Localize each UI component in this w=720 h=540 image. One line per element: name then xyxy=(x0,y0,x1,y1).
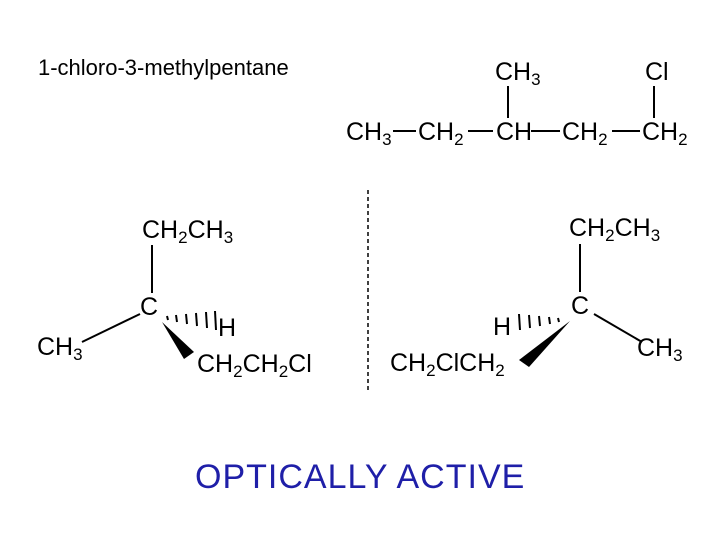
caption-optically-active: OPTICALLY ACTIVE xyxy=(195,458,526,496)
left-hydrogen: H xyxy=(218,314,237,342)
left-bottom-group: CH2CH2Cl xyxy=(197,350,312,381)
right-hash-bond xyxy=(518,313,560,331)
chain-ch2-b: CH2 xyxy=(562,118,608,149)
left-bond-ch3 xyxy=(81,313,141,343)
right-chiral-carbon: C xyxy=(571,292,590,320)
left-chiral-carbon: C xyxy=(140,293,159,321)
right-bond-ch3 xyxy=(593,313,643,343)
top-cl-label: Cl xyxy=(645,58,669,86)
chain-ch3: CH3 xyxy=(346,118,392,149)
left-ch3-group: CH3 xyxy=(37,333,83,364)
left-top-group: CH2CH3 xyxy=(142,216,234,247)
top-ch3-label: CH3 xyxy=(495,58,541,89)
left-wedge-bond xyxy=(162,322,194,359)
chain-ch2-a: CH2 xyxy=(418,118,464,149)
right-bottom-group: CH2ClCH2 xyxy=(390,349,505,380)
right-ch3-group: CH3 xyxy=(637,334,683,365)
compound-name: 1-chloro-3-methylpentane xyxy=(38,55,289,80)
right-top-group: CH2CH3 xyxy=(569,214,661,245)
left-hash-bond xyxy=(166,310,217,331)
right-hydrogen: H xyxy=(493,313,512,341)
right-wedge-bond xyxy=(519,321,570,367)
chain-ch: CH xyxy=(496,118,533,146)
chain-ch2-c: CH2 xyxy=(642,118,688,149)
